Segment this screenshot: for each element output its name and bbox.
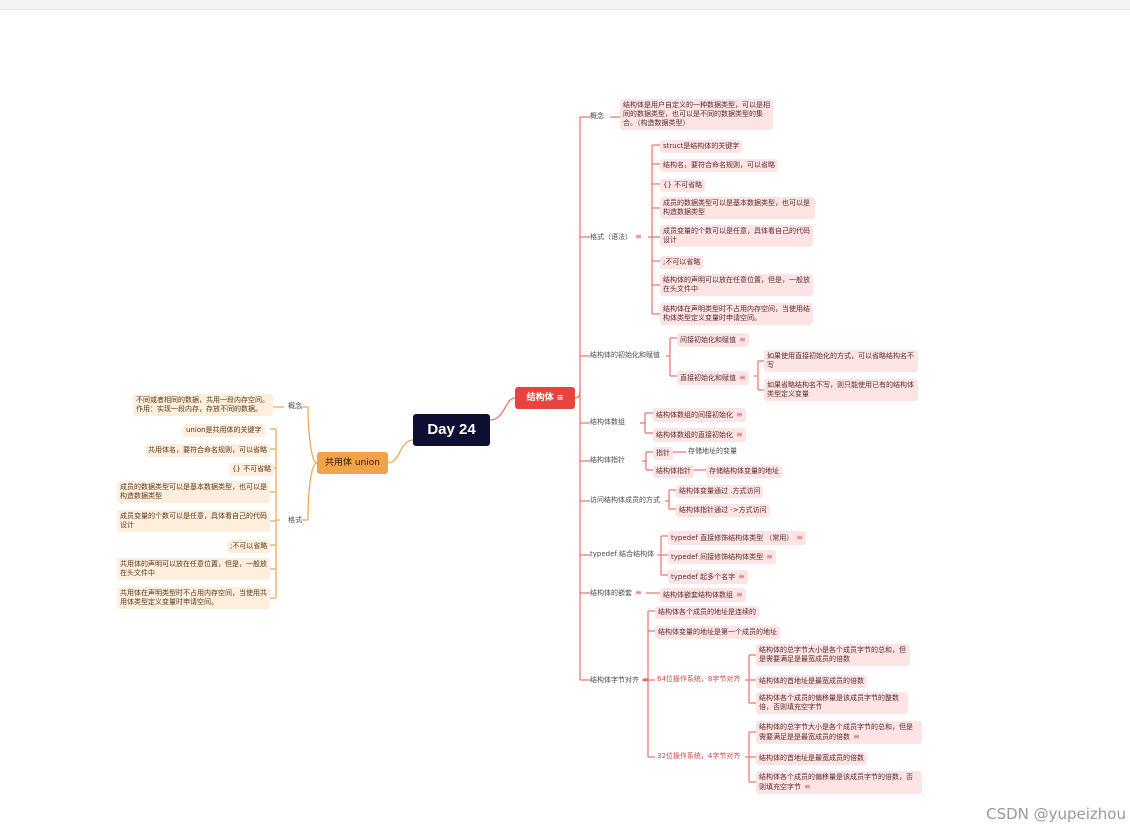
union-format-item[interactable]: union是共用体的关键字 (183, 424, 265, 437)
struct-pointer-item[interactable]: 指针 (653, 447, 673, 460)
struct-array-label[interactable]: 结构体数组 (590, 418, 625, 426)
struct-typedef-item-text: typedef 间接修饰结构体类型 (671, 553, 764, 561)
root-topic[interactable]: Day 24 (413, 414, 490, 446)
struct-align-item[interactable]: 结构体变量的地址是第一个成员的地址 (655, 626, 780, 639)
union-concept-text[interactable]: 不同或者相同的数据，共用一段内存空间。作用：实现一段内存，存放不同的数据。 (133, 394, 273, 416)
struct-align-label-text: 结构体字节对齐 (590, 676, 639, 684)
note-icon: ≡ (796, 533, 804, 542)
struct-format-item[interactable]: 成员变量的个数可以是任意，具体看自己的代码设计 (660, 225, 813, 247)
struct-align-label[interactable]: 结构体字节对齐≡ (590, 675, 649, 685)
struct-array-item[interactable]: 结构体数组的间接初始化≡ (653, 408, 746, 422)
note-icon: ≡ (766, 552, 773, 561)
note-icon: ≡ (739, 335, 746, 344)
struct-pointer-label[interactable]: 结构体指针 (590, 456, 625, 464)
struct-align-32-item-text: 结构体的总字节大小是各个成员字节的总和，但是需要满足是是最宽成员的倍数 (759, 723, 913, 741)
struct-typedef-item[interactable]: typedef 起多个名字≡ (668, 570, 748, 584)
struct-typedef-item[interactable]: typedef 直接修饰结构体类型 （常用）≡ (668, 531, 807, 545)
struct-array-item-text: 结构体数组的间接初始化 (656, 411, 733, 419)
note-icon: ≡ (635, 232, 642, 241)
union-format-item[interactable]: {} 不可省略 (229, 463, 275, 476)
struct-format-label[interactable]: 格式（语法）≡ (590, 232, 642, 242)
struct-align-32-item-text: 结构体各个成员的偏移量是该成员字节的倍数，否则填充空字节 (759, 773, 913, 791)
struct-init-indirect-text: 间接初始化和赋值 (680, 336, 736, 344)
struct-array-item[interactable]: 结构体数组的直接初始化≡ (653, 428, 746, 442)
struct-align-32-item[interactable]: 结构体的总字节大小是各个成员字节的总和，但是需要满足是是最宽成员的倍数≡ (756, 721, 922, 744)
watermark: CSDN @yupeizhou (986, 805, 1126, 823)
struct-pointer-child[interactable]: 存储地址的变量 (688, 447, 737, 455)
struct-access-label[interactable]: 访问结构体成员的方式 (590, 496, 660, 504)
union-format-item[interactable]: 共用体在声明类型时不占用内存空间，当使用共用体类型定义变量时申请空间。 (117, 587, 270, 609)
struct-align-64bit[interactable]: 64位操作系统，8字节对齐 (657, 675, 741, 683)
union-format-label[interactable]: 格式 (288, 516, 302, 524)
union-format-item[interactable]: 共用体名，要符合命名规则，可以省略 (145, 444, 270, 457)
struct-align-64-item[interactable]: 结构体的首地址是最宽成员的倍数 (756, 675, 867, 688)
struct-pointer-child[interactable]: 存储结构体变量的地址 (706, 465, 782, 478)
struct-concept-label[interactable]: 概念 (590, 112, 604, 120)
union-branch[interactable]: 共用体 union (317, 452, 388, 474)
struct-init-indirect[interactable]: 间接初始化和赋值≡ (677, 333, 749, 347)
struct-init-direct-item[interactable]: 如果使用直接初始化的方式，可以省略结构名不写 (764, 350, 918, 372)
struct-format-label-text: 格式（语法） (590, 233, 632, 241)
note-icon: ≡ (736, 430, 743, 439)
struct-pointer-item[interactable]: 结构体指针 (653, 465, 694, 478)
struct-format-item[interactable]: 结构体的声明可以放在任意位置，但是，一般放在头文件中 (660, 274, 813, 296)
note-icon: ≡ (556, 393, 564, 402)
struct-nest-label-text: 结构体的嵌套 (590, 589, 632, 597)
struct-typedef-item-text: typedef 起多个名字 (671, 573, 736, 581)
struct-typedef-item[interactable]: typedef 间接修饰结构体类型≡ (668, 550, 776, 564)
note-icon: ≡ (739, 373, 746, 382)
struct-format-item[interactable]: 结构体在声明类型时不占用内存空间，当使用结构体类型定义变量时申请空间。 (660, 303, 813, 325)
union-format-item[interactable]: 成员变量的个数可以是任意，具体看自己的代码设计 (117, 510, 270, 532)
struct-format-item[interactable]: {} 不可省略 (660, 179, 706, 192)
struct-init-direct[interactable]: 直接初始化和赋值≡ (677, 371, 749, 385)
struct-init-direct-text: 直接初始化和赋值 (680, 374, 736, 382)
note-icon: ≡ (635, 588, 642, 597)
struct-align-64-item[interactable]: 结构体的总字节大小是各个成员字节的总和，但是需要满足是最宽成员的倍数 (756, 644, 910, 666)
note-icon: ≡ (853, 732, 860, 741)
note-icon: ≡ (736, 590, 743, 599)
note-icon: ≡ (736, 410, 743, 419)
union-format-item[interactable]: 共用体的声明可以放在任意位置，但是，一般放在头文件中 (117, 558, 270, 580)
union-format-item[interactable]: 成员的数据类型可以是基本数据类型，也可以是构造数据类型 (117, 481, 270, 503)
struct-format-item[interactable]: 结构名，要符合命名规则，可以省略 (660, 159, 778, 172)
struct-init-label[interactable]: 结构体的初始化和赋值 (590, 351, 660, 359)
struct-format-item[interactable]: 成员的数据类型可以是基本数据类型，也可以是构造数据类型 (660, 197, 815, 219)
struct-format-item[interactable]: struct是结构体的关键字 (660, 140, 743, 153)
struct-access-item[interactable]: 结构体指针通过 ->方式访问 (676, 504, 770, 517)
struct-align-item[interactable]: 结构体各个成员的地址是连续的 (655, 606, 759, 619)
struct-label: 结构体 (526, 393, 554, 403)
note-icon: ≡ (804, 782, 811, 791)
struct-branch[interactable]: 结构体≡ (515, 387, 575, 409)
struct-align-32bit[interactable]: 32位操作系统，4字节对齐 (657, 752, 741, 760)
struct-nest-child[interactable]: 结构体嵌套结构体数组≡ (660, 588, 746, 602)
struct-format-item[interactable]: ;不可以省略 (660, 256, 704, 269)
struct-array-item-text: 结构体数组的直接初始化 (656, 431, 733, 439)
struct-access-item[interactable]: 结构体变量通过 .方式访问 (676, 485, 764, 498)
struct-align-32-item[interactable]: 结构体的首地址是最宽成员的倍数 (756, 752, 867, 765)
struct-align-64-item[interactable]: 结构体各个成员的偏移量是该成员字节的整数倍，否则填充空字节 (756, 692, 908, 714)
union-concept-label[interactable]: 概念 (288, 402, 302, 410)
top-toolbar (0, 0, 1130, 10)
struct-nest-child-text: 结构体嵌套结构体数组 (663, 591, 733, 599)
struct-init-direct-item[interactable]: 如果省略结构名不写，则只能使用已有的结构体类型定义变量 (764, 379, 918, 401)
struct-typedef-label[interactable]: typedef 结合结构体 (590, 550, 655, 558)
note-icon: ≡ (738, 572, 745, 581)
struct-typedef-item-text: typedef 直接修饰结构体类型 （常用） (671, 534, 794, 542)
note-icon: ≡ (642, 675, 649, 684)
struct-concept-text[interactable]: 结构体是用户自定义的一种数据类型，可以是相同的数据类型，也可以是不同的数据类型的… (620, 99, 773, 130)
union-format-item[interactable]: ;不可以省略 (227, 540, 271, 553)
struct-align-32-item[interactable]: 结构体各个成员的偏移量是该成员字节的倍数，否则填充空字节≡ (756, 771, 922, 794)
struct-nest-label[interactable]: 结构体的嵌套≡ (590, 588, 642, 598)
